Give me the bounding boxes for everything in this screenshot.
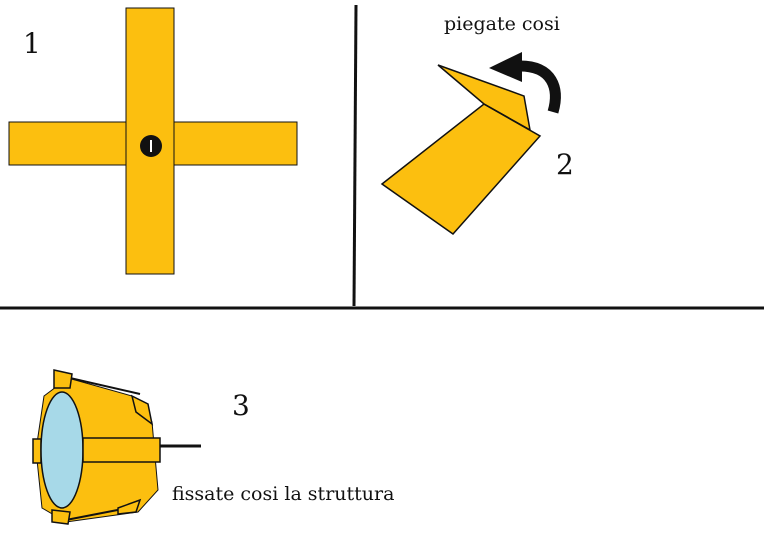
fold-crease	[483, 103, 531, 131]
step-1-number: 1	[23, 27, 41, 60]
bottom-tab	[51, 509, 71, 525]
vertical-divider	[352, 4, 358, 307]
curved-arrow-icon	[489, 52, 561, 114]
lens-disc	[40, 391, 84, 509]
bottom-right-tab	[117, 498, 142, 515]
step-2-caption: piegate cosi	[444, 13, 560, 35]
left-tab	[32, 438, 42, 464]
handle-strip	[82, 437, 161, 463]
shade-top-edge	[69, 377, 141, 395]
step-3-number: 3	[232, 389, 250, 422]
step1-cross	[8, 7, 298, 275]
step2-folded-strip	[380, 64, 542, 235]
step-3-caption: fissate cosi la struttura	[172, 483, 395, 505]
top-right-tab	[130, 394, 154, 426]
step3-lamp-structure	[32, 369, 201, 525]
step-2-number: 2	[556, 148, 574, 181]
top-tab	[53, 369, 73, 389]
strip-body	[380, 103, 542, 235]
